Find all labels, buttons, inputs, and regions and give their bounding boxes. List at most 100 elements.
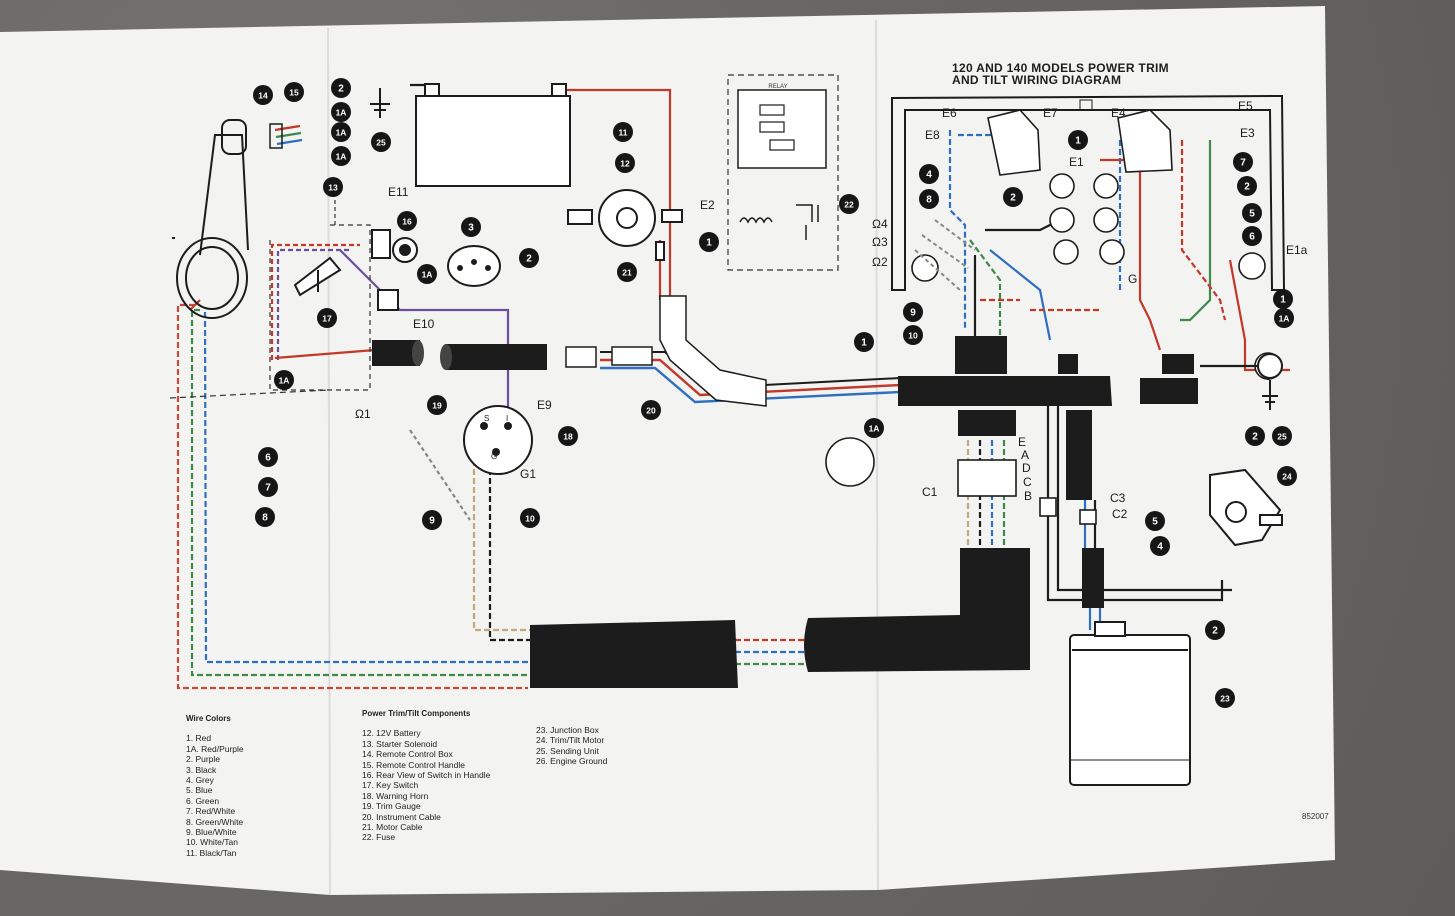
callout-label: 10 xyxy=(525,514,535,524)
callout-label: 3 xyxy=(468,223,474,234)
callout-24: 24 xyxy=(1277,466,1297,486)
callout-label: 9 xyxy=(910,308,916,319)
callout-10: 10 xyxy=(520,508,540,528)
callout-1A: 1A xyxy=(331,122,351,142)
callout-label: 2 xyxy=(338,84,344,95)
callout-15: 15 xyxy=(284,82,304,102)
callout-7: 7 xyxy=(258,477,278,497)
handle-switch xyxy=(269,123,303,149)
callout-1A: 1A xyxy=(864,418,884,438)
callout-7: 7 xyxy=(1233,152,1253,172)
legend-item: 14. Remote Control Box xyxy=(362,749,453,760)
legend-item: 24. Trim/Tilt Motor xyxy=(536,735,605,746)
wire-harness-left xyxy=(176,83,901,690)
sending-unit xyxy=(1209,468,1283,547)
callout-5: 5 xyxy=(1145,511,1165,531)
callout-label: 1 xyxy=(1280,295,1286,306)
legend-item: 8. Green/White xyxy=(186,816,244,827)
callout-1A: 1A xyxy=(331,146,351,166)
callout-1A: 1A xyxy=(1274,308,1294,328)
terminal-label-o4: Ω4 xyxy=(872,217,888,231)
wire-blue-cable xyxy=(600,366,901,404)
callout-label: 8 xyxy=(262,513,268,524)
warning-horn xyxy=(293,256,342,297)
legend-item: 25. Sending Unit xyxy=(536,745,599,756)
callout-8: 8 xyxy=(255,507,275,527)
callout-label: 17 xyxy=(322,314,332,324)
callout-label: 1A xyxy=(279,376,290,386)
terminal-label-e11: E11 xyxy=(388,185,409,199)
terminal-label-e2: E2 xyxy=(700,198,715,212)
callout-label: 10 xyxy=(908,331,918,341)
legend-item: 23. Junction Box xyxy=(536,725,599,735)
legend-item: 10. White/Tan xyxy=(186,837,238,848)
callout-label: 1 xyxy=(1075,136,1081,147)
callout-2: 2 xyxy=(1237,176,1257,196)
callout-2: 2 xyxy=(331,78,351,98)
wire-green-white xyxy=(190,308,528,677)
callout-1: 1 xyxy=(699,232,719,252)
callout-12: 12 xyxy=(615,153,635,173)
wire-red-purple xyxy=(270,243,360,360)
remote-control-handle xyxy=(172,119,249,319)
callout-label: 12 xyxy=(620,159,630,169)
callout-1A: 1A xyxy=(417,264,437,284)
terminal-label-c3: C3 xyxy=(1110,491,1126,505)
legend-item: 15. Remote Control Handle xyxy=(362,759,466,770)
wire-red-white xyxy=(176,303,528,690)
callout-22: 22 xyxy=(839,194,859,214)
callout-2: 2 xyxy=(1245,426,1265,446)
terminal-label-o1: Ω1 xyxy=(355,407,371,421)
callout-label: 5 xyxy=(1249,209,1255,220)
callout-17: 17 xyxy=(317,308,337,328)
callout-label: 9 xyxy=(429,516,435,527)
wire-red xyxy=(189,299,201,311)
wire-red-line xyxy=(274,348,376,360)
callout-9: 9 xyxy=(903,302,923,322)
legend-item: 5. Blue xyxy=(186,785,213,796)
terminal-label-e10: E10 xyxy=(413,317,435,331)
callout-1: 1 xyxy=(1273,289,1293,309)
callout-6: 6 xyxy=(258,447,278,467)
legend-item: 12. 12V Battery xyxy=(362,728,421,739)
e10-connector xyxy=(377,289,399,311)
callout-label: 1 xyxy=(861,338,867,349)
callout-label: 16 xyxy=(402,217,412,227)
terminal-label-e6: E6 xyxy=(942,106,957,120)
callout-11: 11 xyxy=(613,122,633,142)
terminal-label-g: G xyxy=(1128,272,1137,286)
terminal-label-c: C xyxy=(1023,475,1032,489)
battery xyxy=(415,83,571,187)
callout-label: 7 xyxy=(1240,158,1246,169)
terminal-label-e7: E7 xyxy=(1043,106,1058,120)
paper-sheet xyxy=(0,6,1335,895)
callout-label: 1A xyxy=(1279,314,1290,324)
callout-1A: 1A xyxy=(331,102,351,122)
callout-label: 25 xyxy=(1277,432,1287,442)
junction-box xyxy=(891,94,1286,291)
remote-control-box-outline xyxy=(269,224,371,391)
callout-label: 2 xyxy=(526,254,532,265)
callout-8: 8 xyxy=(919,189,939,209)
callout-label: 4 xyxy=(926,170,932,181)
callout-label: 1A xyxy=(336,128,347,138)
callout-label: 13 xyxy=(328,183,338,193)
key-switch xyxy=(371,229,418,263)
callout-4: 4 xyxy=(1150,536,1170,556)
terminal-label-g1: G1 xyxy=(520,467,536,481)
callout-25: 25 xyxy=(1272,426,1292,446)
callout-label: 20 xyxy=(646,406,656,416)
terminal-label-c1: C1 xyxy=(922,485,938,499)
engine-ground xyxy=(1257,353,1283,410)
terminal-label-b: B xyxy=(1024,489,1032,503)
callout-label: 19 xyxy=(432,401,442,411)
dash-line-left xyxy=(169,389,331,399)
wire-white-tan xyxy=(472,460,530,632)
